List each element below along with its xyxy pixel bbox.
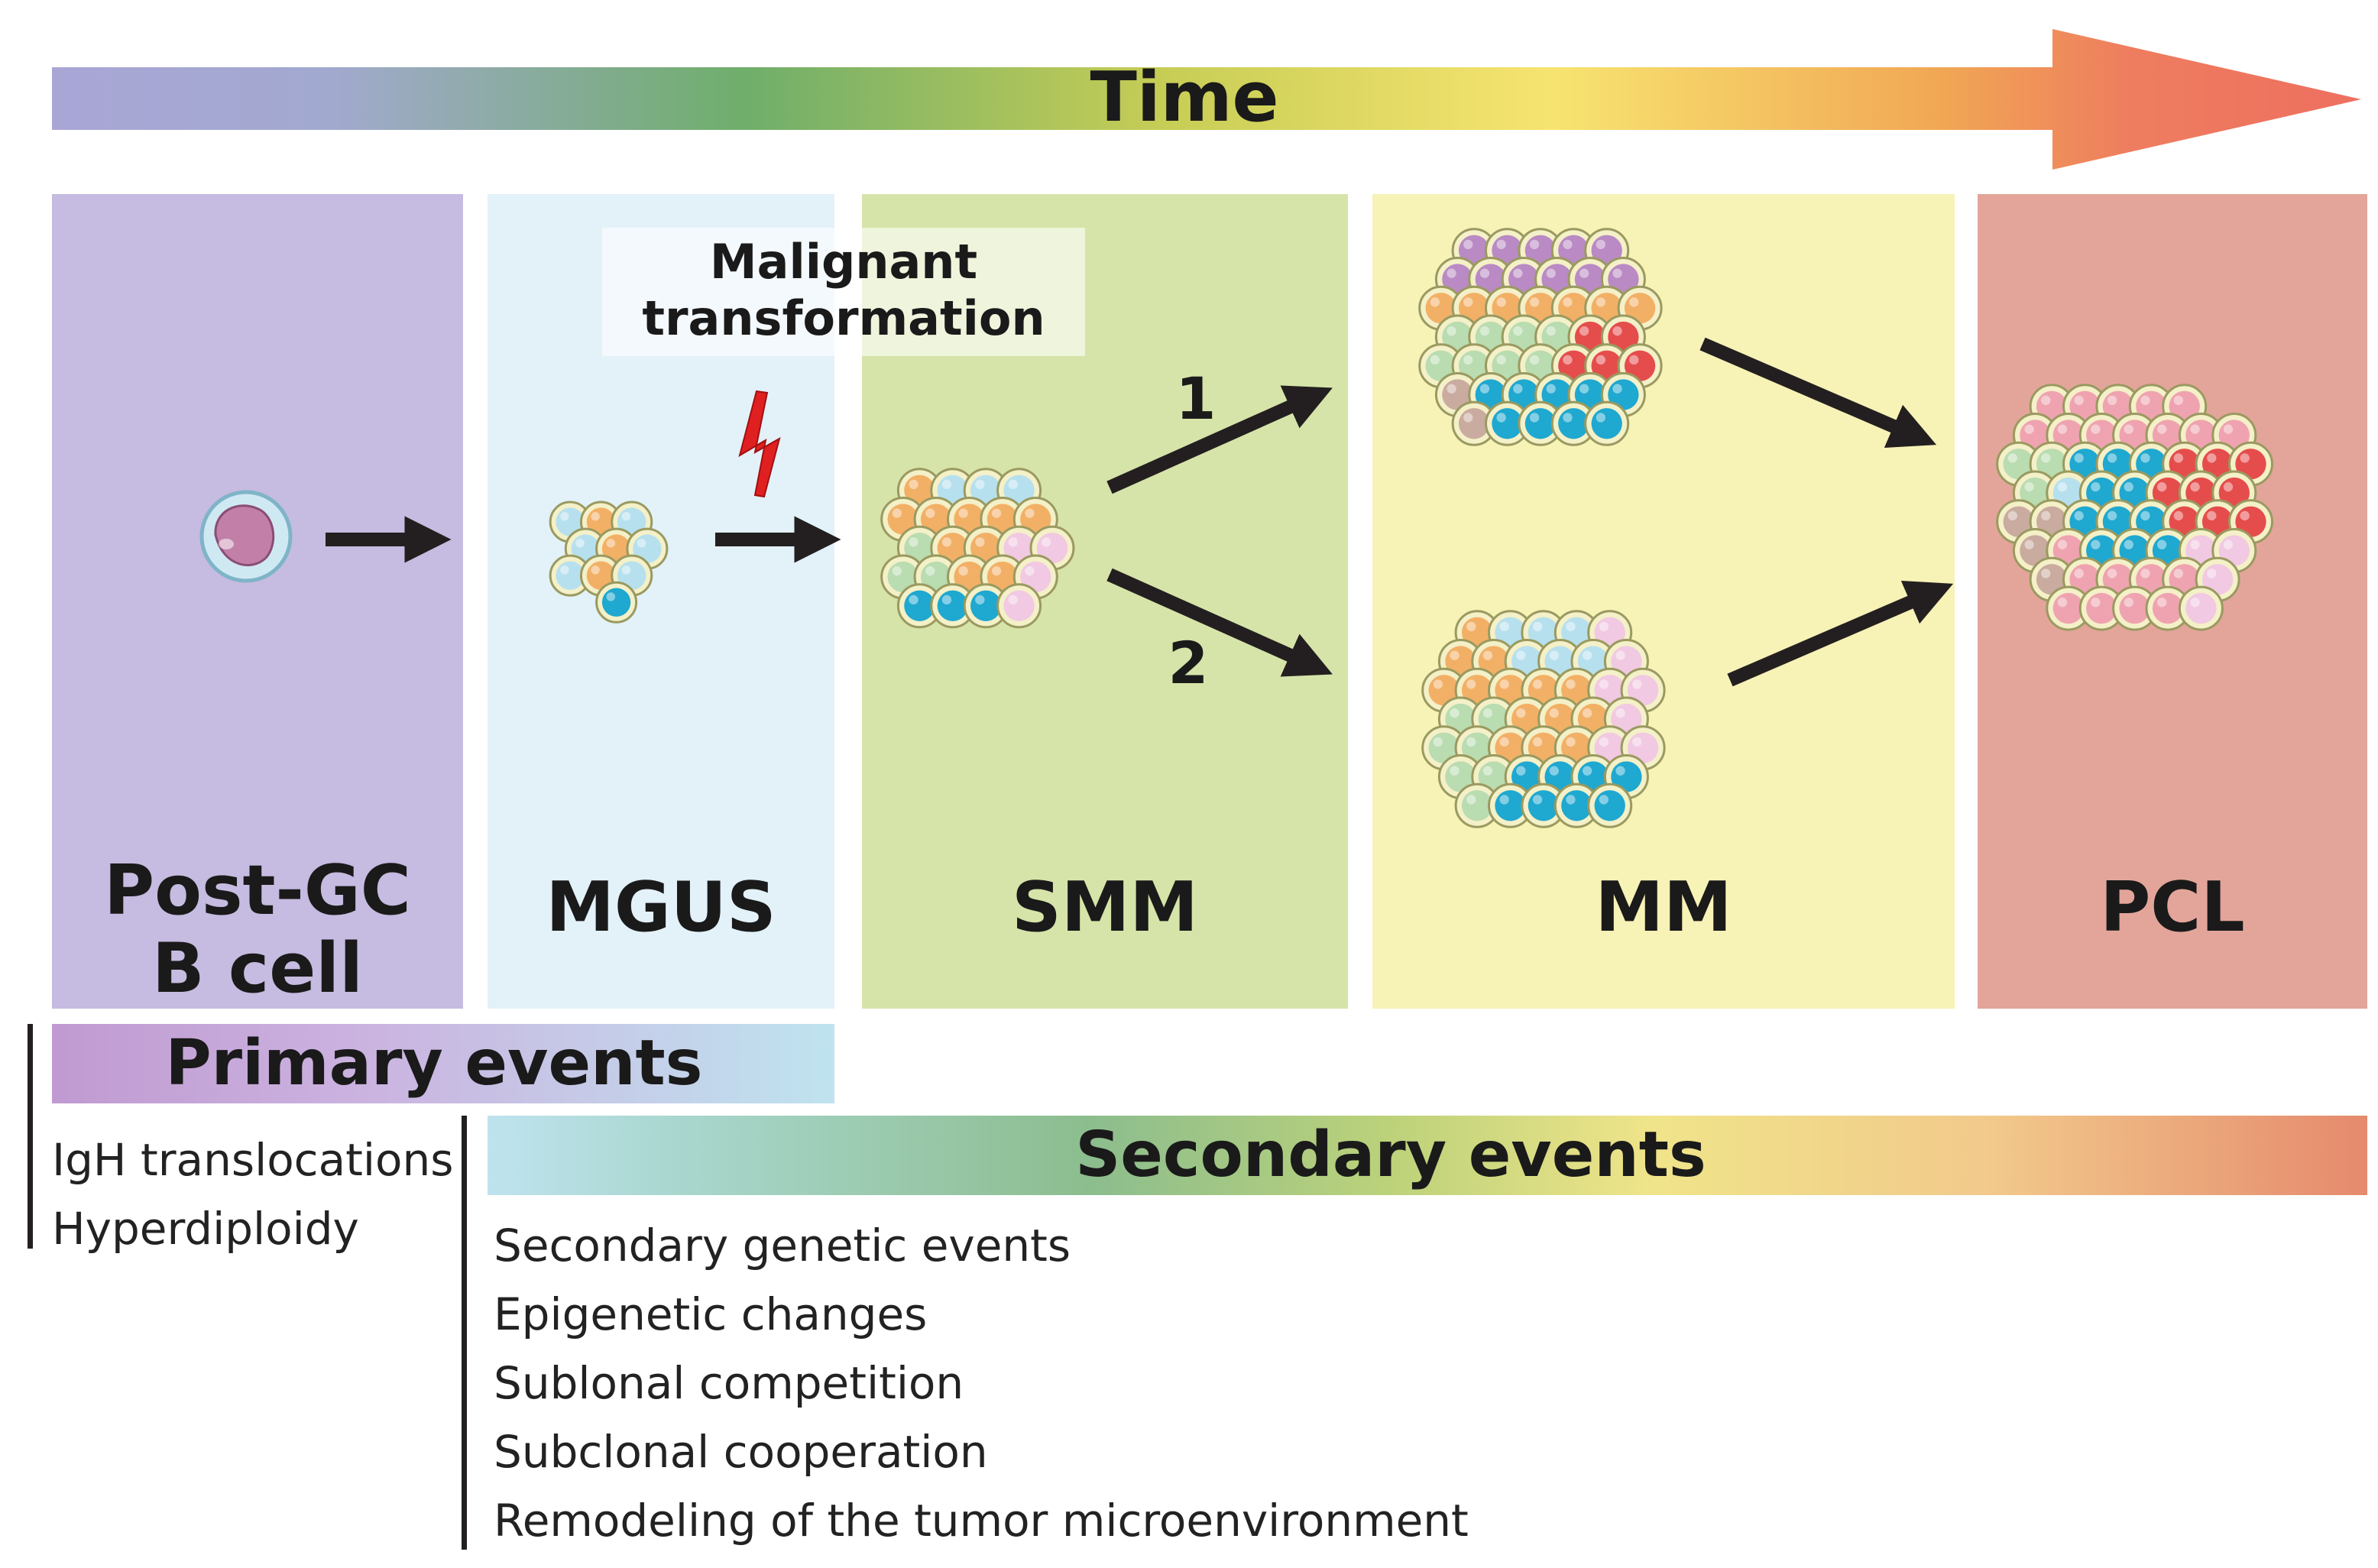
cell-icon: [1488, 782, 1533, 828]
cell-icon: [1451, 400, 1497, 446]
secondary-item-1: Epigenetic changes: [494, 1288, 928, 1340]
time-arrow: [52, 29, 2361, 170]
stage-label-smm: SMM: [1012, 867, 1198, 948]
arrow-path1: [1106, 385, 1333, 494]
primary-item-1: Hyperdiploidy: [52, 1203, 359, 1255]
cell-icon: [2178, 585, 2224, 631]
arrow-mm-top-to-pcl: [1699, 337, 1937, 448]
cell-icon: [996, 583, 1042, 629]
cell-icon: [963, 583, 1009, 629]
cell-icon: [2112, 585, 2158, 631]
b-cell-icon: [199, 490, 293, 583]
cell-icon: [1454, 782, 1500, 828]
primary-events-bar: [52, 1024, 834, 1103]
cell-icon: [1603, 754, 1649, 800]
primary-item-0: IgH translocations: [52, 1134, 454, 1186]
secondary-events-title: Secondary events: [1075, 1119, 1706, 1191]
stage-label-mm: MM: [1595, 867, 1732, 948]
cell-icon: [1553, 782, 1599, 828]
secondary-item-3: Subclonal cooperation: [494, 1426, 988, 1478]
cell-icon: [2029, 556, 2075, 602]
cell-icon: [1518, 400, 1563, 446]
time-label: Time: [1090, 57, 1279, 138]
arrow-path2: [1106, 568, 1333, 677]
cell-icon: [2046, 585, 2091, 631]
transformation-box: [602, 228, 1085, 356]
cell-icon: [1550, 400, 1596, 446]
secondary-item-2: Sublonal competition: [494, 1357, 964, 1409]
secondary-item-0: Secondary genetic events: [494, 1220, 1071, 1272]
stage-label-post-gc-line2: B cell: [151, 928, 364, 1009]
secondary-item-4: Remodeling of the tumor microenvironment: [494, 1495, 1469, 1547]
lightning-bolt-icon: [738, 390, 781, 498]
cell-icon: [579, 554, 622, 597]
panel-post-gc: [52, 194, 463, 1009]
secondary-events-bar: [488, 1116, 2367, 1195]
arrow-mm-bottom-to-pcl: [1727, 581, 1954, 687]
cell-icon: [930, 583, 976, 629]
cell-icon: [595, 581, 638, 624]
cell-icon: [996, 525, 1042, 571]
cell-icon: [1584, 400, 1630, 446]
transformation-line2: transformation: [642, 290, 1045, 346]
transformation-line1: Malignant: [709, 234, 978, 290]
stage-label-mgus: MGUS: [546, 867, 776, 948]
cell-icon: [1617, 285, 1663, 331]
stage-label-post-gc-line1: Post-GC: [104, 850, 411, 931]
primary-divider: [28, 1024, 33, 1249]
cell-icon: [1587, 782, 1633, 828]
path1-label: 1: [1175, 364, 1217, 432]
path2-label: 2: [1168, 629, 1209, 697]
cell-icon: [1521, 782, 1566, 828]
stage-label-pcl: PCL: [2100, 867, 2245, 948]
primary-events-title: Primary events: [165, 1027, 703, 1100]
secondary-divider: [462, 1116, 467, 1550]
